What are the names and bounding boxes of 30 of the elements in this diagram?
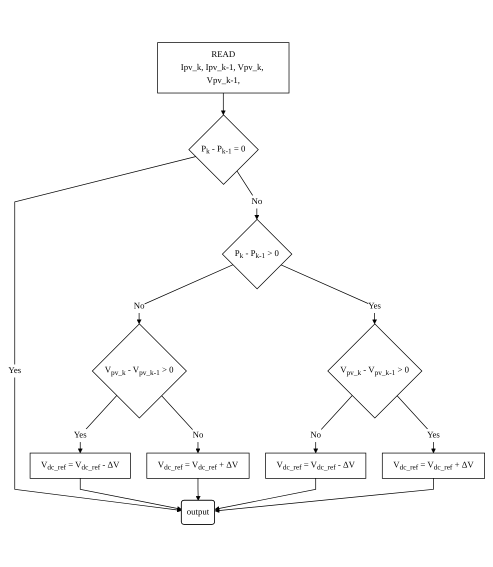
edge-label: No xyxy=(192,430,204,440)
node-diamond: P$_{k}$ - P$_{k-1}$ > 0 xyxy=(222,218,292,290)
node-box: READ Ipv_k, Ipv_k-1, Vpv_k, Vpv_k-1, xyxy=(157,42,290,94)
arrow xyxy=(214,478,316,511)
edge-label: Yes xyxy=(368,301,381,311)
node-box: V$_{dc_ref}$ = V$_{dc_ref}$ - ΔV xyxy=(30,452,131,479)
arrow xyxy=(220,92,226,116)
edge-label: No xyxy=(310,430,322,440)
arrow xyxy=(14,156,196,512)
arrow xyxy=(313,395,352,454)
edge-label: Yes xyxy=(74,430,87,440)
edge-label: Yes xyxy=(8,366,22,376)
node-diamond: V$_{pv_k}$ - V$_{pv_k-1}$ > 0 xyxy=(92,323,187,419)
arrow xyxy=(136,264,234,324)
arrow xyxy=(396,395,436,454)
arrow xyxy=(196,478,201,501)
node-box: V$_{dc_ref}$ = V$_{dc_ref}$ - ΔV xyxy=(265,452,366,479)
edge-label: Yes xyxy=(427,430,440,440)
node-diamond: V$_{pv_k}$ - V$_{pv_k-1}$ > 0 xyxy=(327,323,422,419)
arrow xyxy=(161,395,200,454)
node-box: V$_{dc_ref}$ = V$_{dc_ref}$ + ΔV xyxy=(146,452,250,479)
edge-label: No xyxy=(251,196,262,206)
arrow xyxy=(214,478,434,513)
arrow xyxy=(236,170,260,220)
arrow xyxy=(80,478,182,511)
arrow xyxy=(78,395,118,454)
node-diamond: P$_{k}$ - P$_{k-1}$ = 0 xyxy=(188,114,259,185)
edge-label: No xyxy=(134,301,144,311)
arrow xyxy=(280,264,377,324)
node-box: V$_{dc_ref}$ = V$_{dc_ref}$ + ΔV xyxy=(382,452,485,479)
